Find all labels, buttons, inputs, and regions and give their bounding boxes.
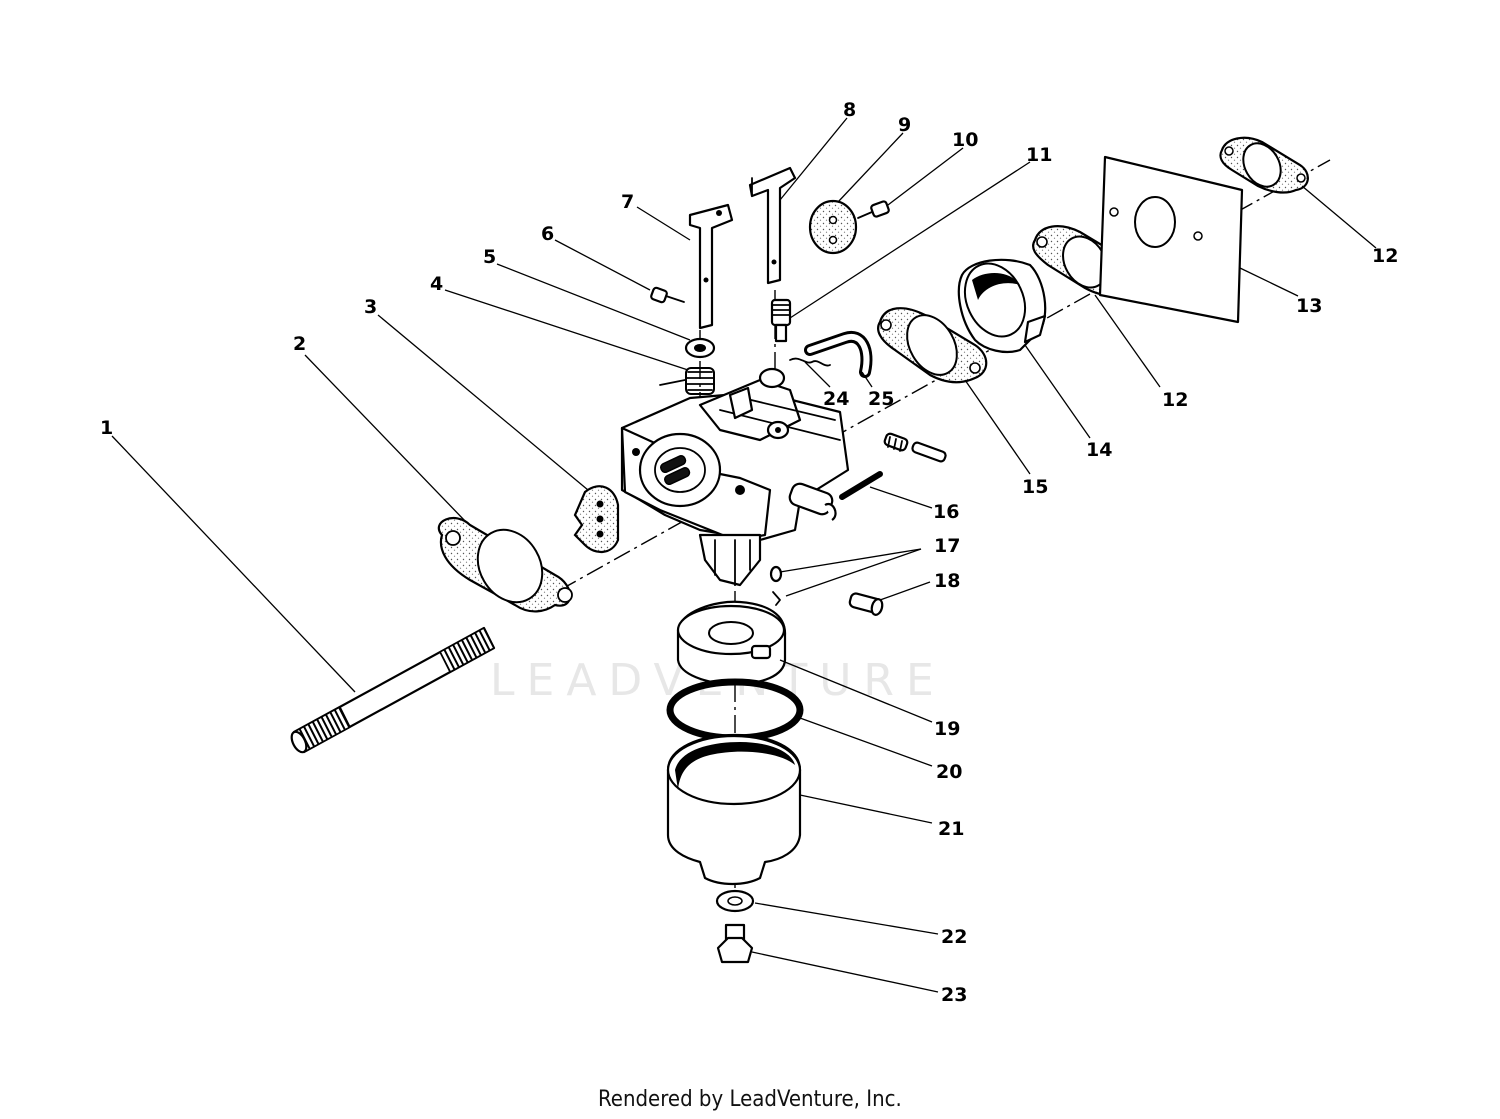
part-18-screw — [848, 592, 884, 616]
carburetor-body — [620, 367, 850, 587]
callout-labels: 1 2 3 4 5 6 7 8 9 10 11 12 12 13 14 15 1… — [100, 99, 1398, 1006]
part-24-clip — [789, 357, 831, 367]
part-5-seal — [684, 337, 716, 359]
part-9-choke-plate — [808, 199, 858, 255]
callout-23: 23 — [941, 984, 967, 1006]
callout-15: 15 — [1022, 476, 1048, 498]
callout-24: 24 — [823, 388, 849, 410]
part-8-choke-shaft — [748, 166, 797, 285]
part-15-gasket — [877, 307, 988, 384]
callout-13: 13 — [1296, 295, 1322, 317]
callout-4: 4 — [430, 273, 443, 295]
part-23-nut — [716, 923, 754, 964]
callout-7: 7 — [621, 191, 634, 213]
callout-14: 14 — [1086, 439, 1112, 461]
callout-25: 25 — [868, 388, 894, 410]
callout-3: 3 — [364, 296, 377, 318]
callout-18: 18 — [934, 570, 960, 592]
callout-11: 11 — [1026, 144, 1052, 166]
part-1-stud — [290, 626, 496, 754]
part-21-bowl — [666, 733, 802, 886]
callout-12-mid: 12 — [1162, 389, 1188, 411]
callout-9: 9 — [898, 114, 911, 136]
callout-10: 10 — [952, 129, 978, 151]
callout-20: 20 — [936, 761, 962, 783]
part-14-spacer — [957, 258, 1047, 354]
part-12-gasket-b — [1219, 136, 1309, 194]
callout-17: 17 — [934, 535, 960, 557]
part-22-washer — [715, 889, 755, 913]
part-25-hose — [804, 330, 873, 378]
svg-text:Rendered by LeadVenture, Inc.: Rendered by LeadVenture, Inc. — [598, 1087, 902, 1112]
callout-12-right: 12 — [1372, 245, 1398, 267]
part-4-spring — [659, 367, 715, 395]
part-17-oring — [769, 565, 783, 606]
callout-6: 6 — [541, 223, 554, 245]
callout-16: 16 — [933, 501, 959, 523]
part-6-screw — [650, 286, 685, 304]
callout-1: 1 — [100, 417, 113, 439]
idle-screw — [883, 432, 947, 463]
callout-8: 8 — [843, 99, 856, 121]
callout-19: 19 — [934, 718, 960, 740]
callout-5: 5 — [483, 246, 496, 268]
part-10-screw — [857, 200, 890, 219]
part-3-plate — [573, 485, 620, 553]
part-19-float — [676, 600, 787, 686]
part-11-fitting — [770, 298, 792, 343]
part-7-shaft — [688, 203, 734, 330]
part-16-pin — [839, 471, 883, 500]
footer-credit: Rendered by LeadVenture, Inc. — [598, 1087, 902, 1112]
callout-2: 2 — [293, 333, 306, 355]
callout-21: 21 — [938, 818, 964, 840]
part-2-gasket — [437, 516, 573, 613]
leader-lines — [111, 117, 1377, 993]
callout-22: 22 — [941, 926, 967, 948]
part-13-plate — [1098, 155, 1244, 324]
